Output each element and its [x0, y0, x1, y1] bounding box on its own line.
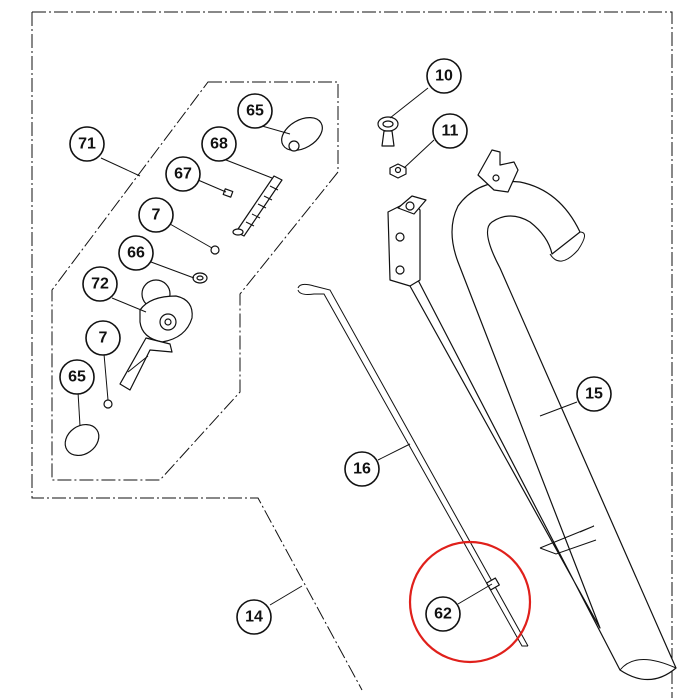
callout-62: 62: [425, 596, 461, 632]
callout-label: 65: [246, 103, 264, 120]
callout-71: 71: [69, 126, 105, 162]
callout-7-lower: 7: [85, 320, 121, 356]
callout-67: 67: [165, 156, 201, 192]
callout-68: 68: [201, 126, 237, 162]
rod-part: [297, 283, 529, 647]
callout-label: 7: [99, 330, 108, 347]
callout-label: 65: [68, 369, 86, 386]
callout-label: 72: [91, 276, 109, 293]
callout-14: 14: [236, 599, 272, 635]
subassembly-boundary: [51, 81, 339, 481]
pipe-part: [387, 149, 677, 681]
callout-7-upper: 7: [138, 197, 174, 233]
callout-label: 66: [127, 245, 145, 262]
callout-66: 66: [118, 235, 154, 271]
callout-11: 11: [432, 113, 468, 149]
shaft-part: [232, 175, 283, 237]
ring-part-upper: [210, 245, 220, 255]
callout-label: 68: [210, 136, 228, 153]
callout-65-lower: 65: [59, 359, 95, 395]
nut-part: [389, 163, 407, 179]
callout-label: 10: [435, 68, 453, 85]
cap-part-top: [281, 117, 323, 152]
callout-label: 7: [152, 207, 161, 224]
handle-part: [119, 279, 193, 391]
callout-label: 67: [174, 166, 192, 183]
callout-label: 16: [353, 461, 371, 478]
callout-label: 14: [245, 609, 263, 626]
washer-part: [192, 272, 208, 284]
eyebolt-part: [377, 116, 399, 147]
callout-label: 15: [585, 386, 603, 403]
callout-15: 15: [576, 376, 612, 412]
leader-lines: [77, 87, 578, 606]
pin-part: [222, 188, 234, 198]
highlight-circle: [408, 540, 532, 664]
callout-72: 72: [82, 266, 118, 302]
callout-label: 62: [434, 606, 452, 623]
callout-16: 16: [344, 451, 380, 487]
callout-label: 11: [442, 123, 459, 140]
callout-10: 10: [426, 58, 462, 94]
cap-part-lower: [64, 423, 100, 457]
outer-group-boundary: [31, 11, 673, 698]
ring-part-lower: [103, 399, 113, 409]
callout-65-top: 65: [237, 93, 273, 129]
callout-label: 71: [78, 136, 96, 153]
